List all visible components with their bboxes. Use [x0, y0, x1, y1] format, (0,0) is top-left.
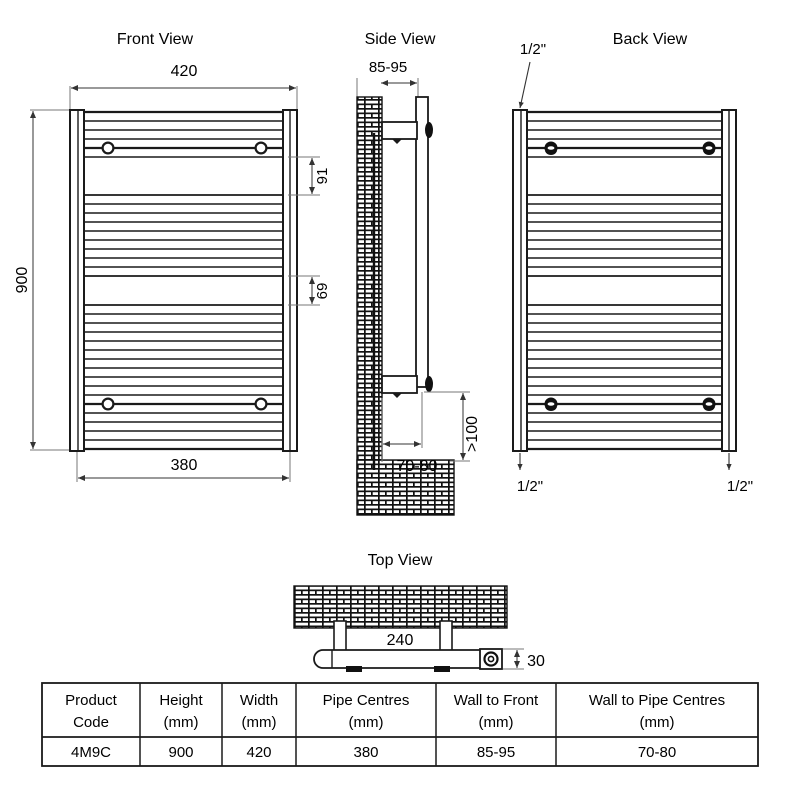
header-cell-height-unit: (mm): [164, 714, 199, 731]
front-width-dimension: 420: [69, 63, 298, 112]
top-rail-body: [313, 649, 488, 672]
side-lower-valve: [425, 376, 433, 392]
back-inlet-bottom-left-value: 1/2": [517, 478, 543, 495]
spec-table: Product Code Height (mm) Width (mm) Pipe…: [41, 682, 759, 767]
front-gap-91-dimension: 91: [288, 156, 331, 196]
header-cell-wall-to-front: Wall to Front: [454, 692, 539, 709]
front-bracket-hole: [101, 397, 115, 411]
back-inlet-bottom-right-leader: 1/2": [726, 453, 753, 495]
front-width-value: 420: [171, 63, 198, 80]
front-pipe-centres-dimension: 380: [76, 452, 291, 482]
spec-table-border: [41, 682, 759, 767]
back-right-rail: [721, 109, 737, 452]
front-bracket-hole: [101, 141, 115, 155]
cell-height: 900: [168, 744, 193, 761]
top-bracket-centres-value: 240: [387, 632, 414, 649]
back-inlet-bottom-right-value: 1/2": [727, 478, 753, 495]
front-height-dimension: 900: [14, 109, 72, 451]
spec-table-header-row: Product Code Height (mm) Width (mm) Pipe…: [65, 692, 725, 731]
front-bracket-hole: [254, 397, 268, 411]
side-floor-clearance-dimension: >100: [424, 391, 481, 462]
back-inlet-top-left-leader: 1/2": [518, 41, 546, 109]
side-wall-to-front-value: 85-95: [369, 59, 407, 76]
back-inlet-bottom-left-leader: 1/2": [517, 453, 543, 495]
back-inlet-top-left-value: 1/2": [520, 41, 546, 58]
front-pipe-centres-value: 380: [171, 457, 198, 474]
top-view: Top View: [293, 552, 545, 672]
header-cell-pipe-centres: Pipe Centres: [323, 692, 410, 709]
front-view: Front View 420 900: [14, 31, 331, 482]
header-cell-wall-to-pipe-centres: Wall to Pipe Centres: [589, 692, 725, 709]
front-left-rail: [69, 109, 85, 452]
top-wall: [293, 585, 508, 629]
side-floor-clearance-value: >100: [464, 416, 481, 452]
front-gap-69-dimension: 69: [288, 275, 331, 306]
back-bracket-fitting: [702, 141, 716, 156]
side-wall-to-pipe-dimension: 70-80: [381, 392, 438, 475]
side-radiator-panel: [415, 96, 429, 388]
header-cell-product-code-unit: Code: [73, 714, 109, 731]
back-bracket-fitting: [544, 397, 558, 412]
top-end-valve: [479, 648, 503, 670]
header-cell-width-unit: (mm): [242, 714, 277, 731]
cell-width: 420: [246, 744, 271, 761]
header-cell-width: Width: [240, 692, 278, 709]
header-cell-wall-to-pipe-centres-unit: (mm): [640, 714, 675, 731]
back-bracket-fitting: [544, 141, 558, 156]
side-view: Side View 85-95: [356, 31, 481, 516]
front-view-title: Front View: [117, 31, 194, 48]
side-upper-valve: [425, 122, 433, 138]
front-bracket-hole: [254, 141, 268, 155]
back-bracket-fitting: [702, 397, 716, 412]
front-height-value: 900: [14, 267, 31, 294]
front-gap-91-value: 91: [314, 168, 331, 185]
side-wall-to-front-dimension: 85-95: [356, 59, 419, 100]
top-bracket-stem: [333, 620, 347, 652]
back-radiator-bars: [523, 110, 728, 451]
side-wall: [356, 96, 383, 491]
back-view: Back View: [512, 31, 753, 495]
header-cell-pipe-centres-unit: (mm): [349, 714, 384, 731]
header-cell-product-code: Product: [65, 692, 118, 709]
front-radiator-bars: [78, 110, 290, 451]
top-bracket-stem: [439, 620, 453, 652]
top-depth-value: 30: [527, 653, 545, 670]
top-view-title: Top View: [368, 552, 433, 569]
header-cell-wall-to-front-unit: (mm): [479, 714, 514, 731]
cell-pipe-centres: 380: [353, 744, 378, 761]
header-cell-height: Height: [159, 692, 203, 709]
side-wall-to-pipe-value: 70-80: [397, 458, 438, 475]
back-view-title: Back View: [613, 31, 688, 48]
cell-wall-to-front: 85-95: [477, 744, 515, 761]
back-left-rail: [512, 109, 528, 452]
spec-table-row: 4M9C 900 420 380 85-95 70-80: [71, 744, 676, 761]
top-bracket-centres-dimension: 240: [387, 632, 414, 649]
cell-product-code: 4M9C: [71, 744, 111, 761]
side-view-title: Side View: [365, 31, 436, 48]
cell-wall-to-pipe-centres: 70-80: [638, 744, 676, 761]
side-lower-bracket: [381, 375, 433, 398]
front-gap-69-value: 69: [314, 283, 331, 300]
top-depth-dimension: 30: [503, 648, 545, 670]
front-right-rail: [282, 109, 298, 452]
side-upper-bracket: [381, 121, 433, 144]
